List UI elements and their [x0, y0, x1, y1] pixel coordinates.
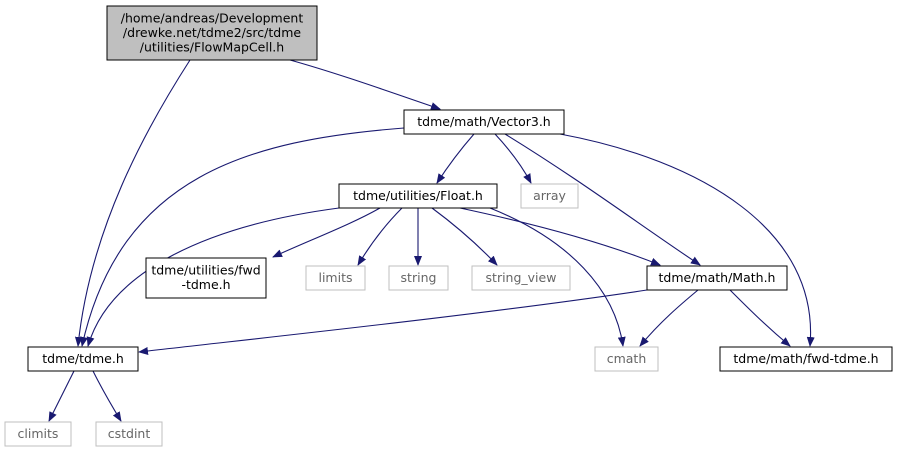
- node-cstdint: cstdint: [95, 421, 163, 447]
- edges-layer: [48, 59, 815, 422]
- node-label: string_view: [486, 270, 557, 285]
- edge-float-to-string_view: [431, 207, 498, 266]
- edge-math-to-cmath: [639, 289, 699, 347]
- node-label: cmath: [607, 351, 647, 366]
- node-box: [95, 421, 163, 447]
- node-box: [27, 346, 139, 372]
- node-cmath: cmath: [594, 346, 659, 372]
- node-fwd-utilities[interactable]: tdme/utilities/fwd-tdme.h: [145, 257, 267, 299]
- node-label: -tdme.h: [181, 277, 230, 292]
- node-label: cstdint: [108, 426, 151, 441]
- node-root[interactable]: /home/andreas/Development/drewke.net/tdm…: [106, 5, 318, 61]
- node-label: tdme/tdme.h: [42, 351, 124, 366]
- edge-root-to-tdme: [74, 59, 191, 347]
- node-float[interactable]: tdme/utilities/Float.h: [338, 183, 498, 209]
- node-climits: climits: [4, 421, 72, 447]
- edge-float-to-fwd_utilities: [272, 207, 381, 258]
- edge-float-to-tdme: [86, 207, 340, 347]
- node-label: tdme/math/fwd-tdme.h: [733, 351, 878, 366]
- node-box: [145, 257, 267, 299]
- edge-vector3-to-math: [504, 133, 701, 266]
- nodes-layer: /home/andreas/Development/drewke.net/tdm…: [4, 5, 893, 447]
- edge-root-to-vector3: [289, 59, 441, 110]
- edge-vector3-to-float: [436, 133, 475, 184]
- node-box: [305, 265, 366, 291]
- node-label: climits: [18, 426, 59, 441]
- node-box: [594, 346, 659, 372]
- node-label: /home/andreas/Development: [121, 10, 304, 25]
- edge-tdme-to-climits: [48, 370, 75, 422]
- node-box: [403, 109, 565, 135]
- node-label: limits: [318, 270, 352, 285]
- node-box: [520, 183, 579, 209]
- node-fwd-math[interactable]: tdme/math/fwd-tdme.h: [719, 346, 893, 372]
- node-array: array: [520, 183, 579, 209]
- node-box: [471, 265, 571, 291]
- edge-tdme-to-cstdint: [92, 370, 122, 422]
- node-label: tdme/math/Math.h: [659, 270, 776, 285]
- node-box: [4, 421, 72, 447]
- edge-float-to-math: [459, 207, 661, 266]
- node-box: [388, 265, 449, 291]
- node-tdme[interactable]: tdme/tdme.h: [27, 346, 139, 372]
- node-string-view: string_view: [471, 265, 571, 291]
- edge-vector3-to-array: [494, 133, 532, 184]
- edge-vector3-to-fwd_math: [559, 133, 815, 347]
- node-limits: limits: [305, 265, 366, 291]
- node-box: [719, 346, 893, 372]
- node-string: string: [388, 265, 449, 291]
- edge-math-to-tdme: [138, 289, 648, 355]
- node-label: string: [401, 270, 437, 285]
- edge-float-to-limits: [357, 207, 403, 266]
- node-label: array: [533, 188, 566, 203]
- node-box: [338, 183, 498, 209]
- node-box: [106, 5, 318, 61]
- node-vector3[interactable]: tdme/math/Vector3.h: [403, 109, 565, 135]
- node-math[interactable]: tdme/math/Math.h: [646, 265, 788, 291]
- node-label: /drewke.net/tdme2/src/tdme: [123, 25, 301, 40]
- node-box: [646, 265, 788, 291]
- node-label: /utilities/FlowMapCell.h: [140, 39, 284, 54]
- edge-vector3-to-tdme: [80, 127, 405, 347]
- edge-math-to-fwd_math: [729, 289, 791, 347]
- node-label: tdme/utilities/fwd: [151, 263, 260, 278]
- node-label: tdme/math/Vector3.h: [417, 114, 550, 129]
- node-label: tdme/utilities/Float.h: [353, 188, 483, 203]
- edge-float-to-cmath: [489, 207, 626, 347]
